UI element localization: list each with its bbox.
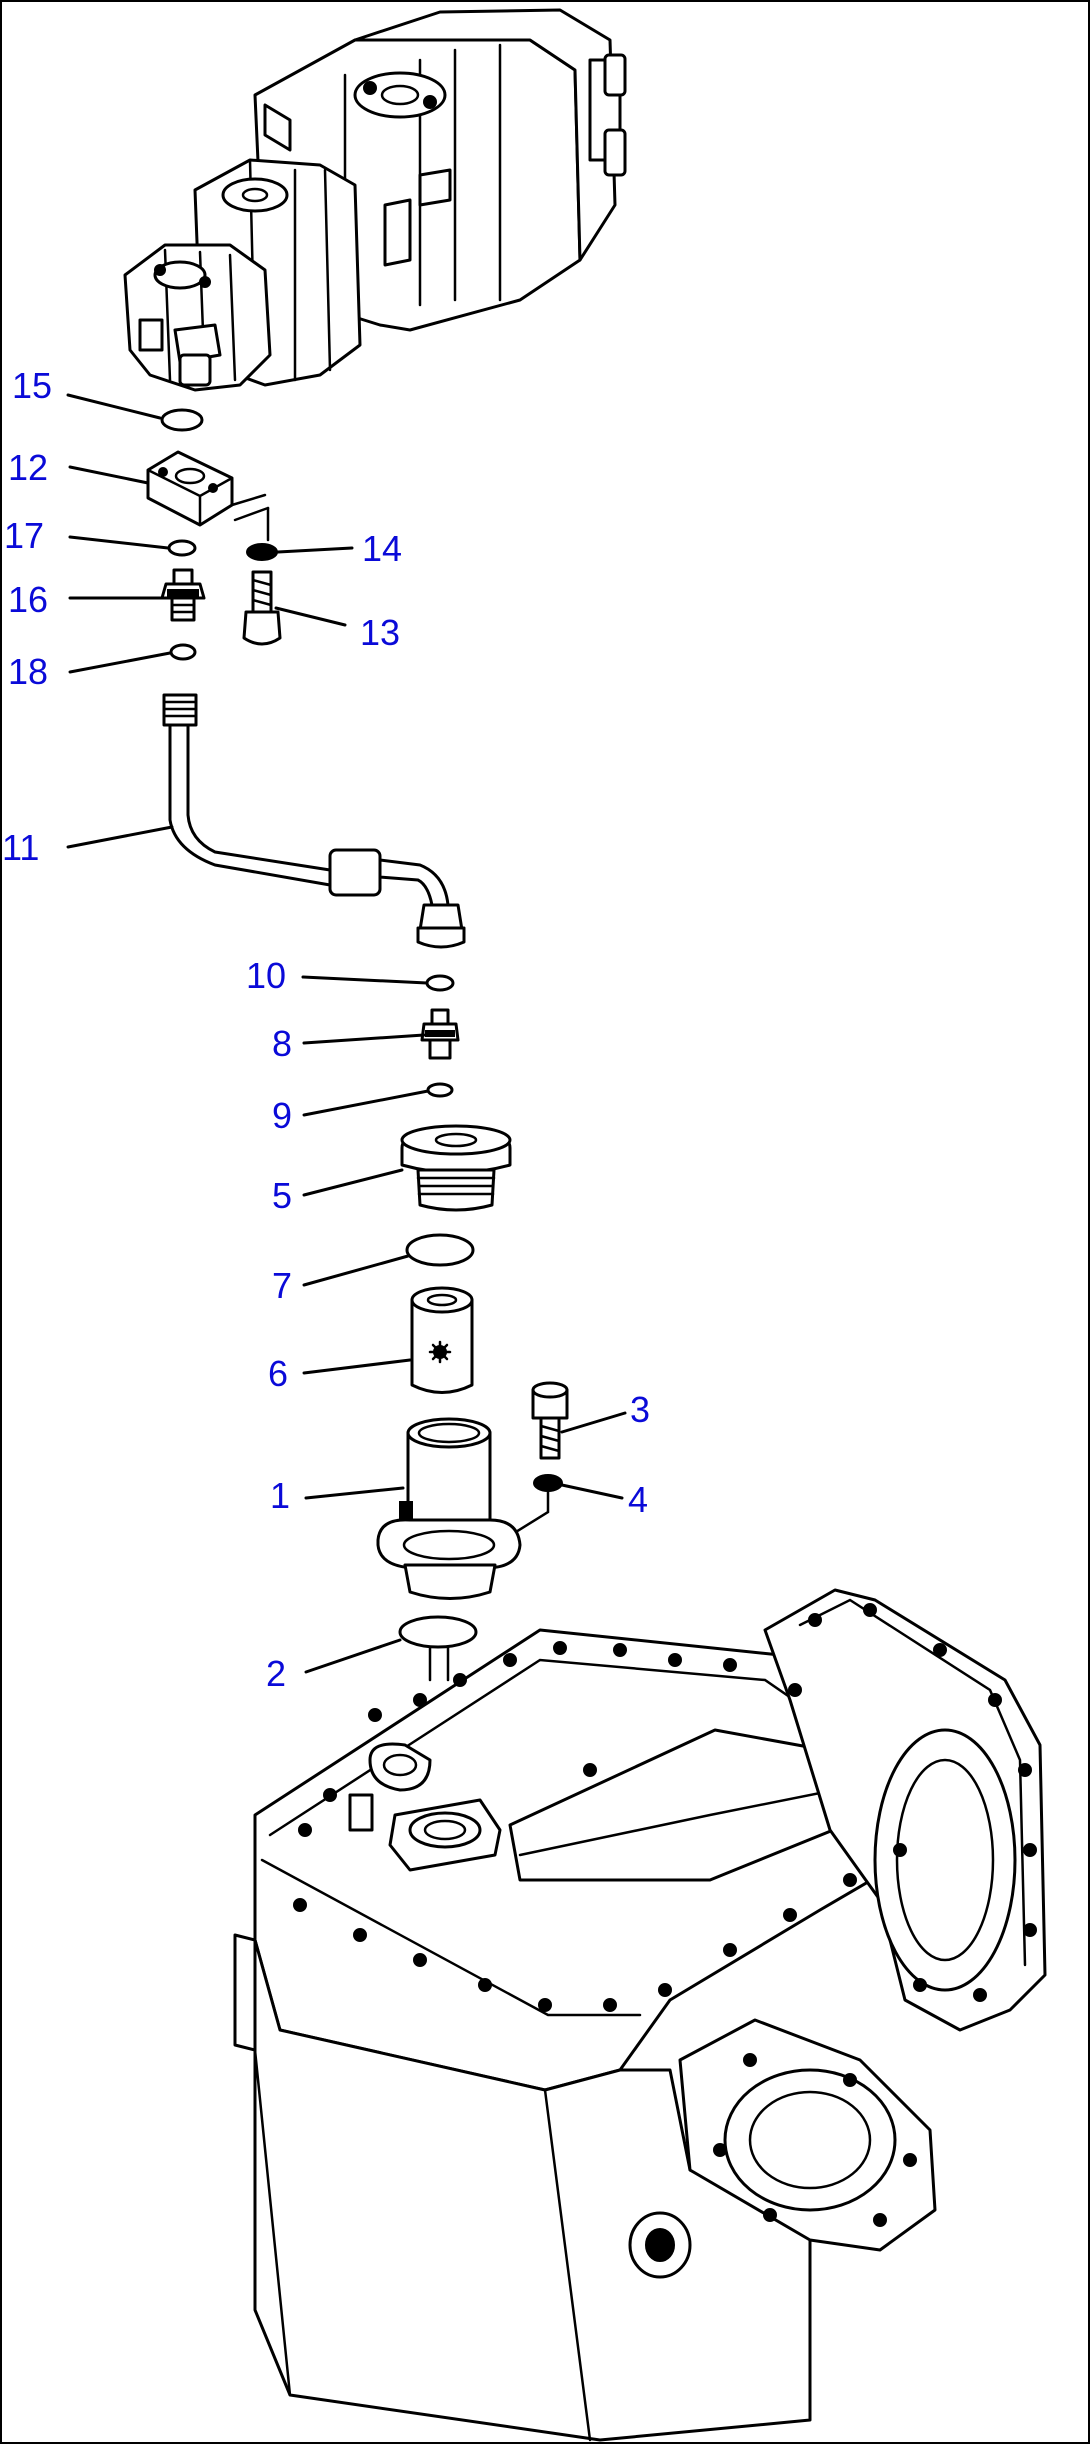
leader-15	[66, 393, 162, 420]
leader-14	[276, 546, 354, 554]
callout-8: 8	[272, 1023, 292, 1064]
callout-5: 5	[272, 1175, 292, 1216]
callout-9: 9	[272, 1095, 292, 1136]
o-ring-17	[167, 539, 197, 557]
callout-2: 2	[266, 1653, 286, 1694]
callout-11: 11	[2, 827, 39, 868]
hose-11	[162, 693, 466, 949]
gasket-2	[398, 1615, 478, 1649]
bolt-13	[242, 506, 282, 646]
leader-10	[301, 975, 429, 985]
o-ring-9	[426, 1082, 454, 1098]
leader-6	[302, 1358, 412, 1375]
leader-11	[66, 825, 174, 849]
callout-6: 6	[268, 1353, 288, 1394]
leader-12	[68, 465, 150, 485]
leader-1	[304, 1486, 405, 1500]
callout-18: 18	[8, 651, 48, 692]
callout-4: 4	[628, 1479, 648, 1520]
transmission-case	[233, 1588, 1047, 2442]
leader-8	[302, 1033, 426, 1045]
callout-16: 16	[8, 579, 48, 620]
o-ring-18	[169, 643, 197, 661]
strainer-6	[410, 1286, 474, 1394]
assembly-guide-line	[428, 1645, 450, 1682]
callout-1: 1	[270, 1475, 290, 1516]
callout-15: 15	[12, 365, 52, 406]
leader-17	[68, 535, 170, 550]
leader-7	[302, 1254, 410, 1287]
bolt-3	[531, 1381, 569, 1460]
callout-10: 10	[246, 955, 286, 996]
callout-labels: 15 12 17 14 16 13 18 11 10 8 9 5 7 6 3 1…	[2, 365, 650, 1694]
fitting-16	[160, 568, 206, 622]
leader-18	[68, 651, 172, 674]
callout-14: 14	[362, 528, 402, 569]
o-ring-10	[425, 974, 455, 992]
hydraulic-pump-assembly	[123, 8, 627, 392]
callout-12: 12	[8, 447, 48, 488]
case-1	[376, 1417, 522, 1600]
leader-3	[560, 1411, 627, 1434]
o-ring-7	[405, 1233, 475, 1267]
leader-4	[560, 1483, 624, 1500]
callout-3: 3	[630, 1389, 650, 1430]
connector-8	[420, 1008, 460, 1060]
leader-9	[302, 1089, 430, 1117]
leader-2	[304, 1638, 402, 1674]
leader-lines	[66, 393, 627, 1674]
leader-13	[274, 606, 347, 627]
callout-7: 7	[272, 1265, 292, 1306]
callout-17: 17	[4, 515, 44, 556]
o-ring-15	[160, 408, 204, 432]
plug-5	[400, 1124, 512, 1212]
callout-13: 13	[360, 612, 400, 653]
flange-12	[146, 450, 270, 527]
leader-5	[302, 1168, 404, 1197]
